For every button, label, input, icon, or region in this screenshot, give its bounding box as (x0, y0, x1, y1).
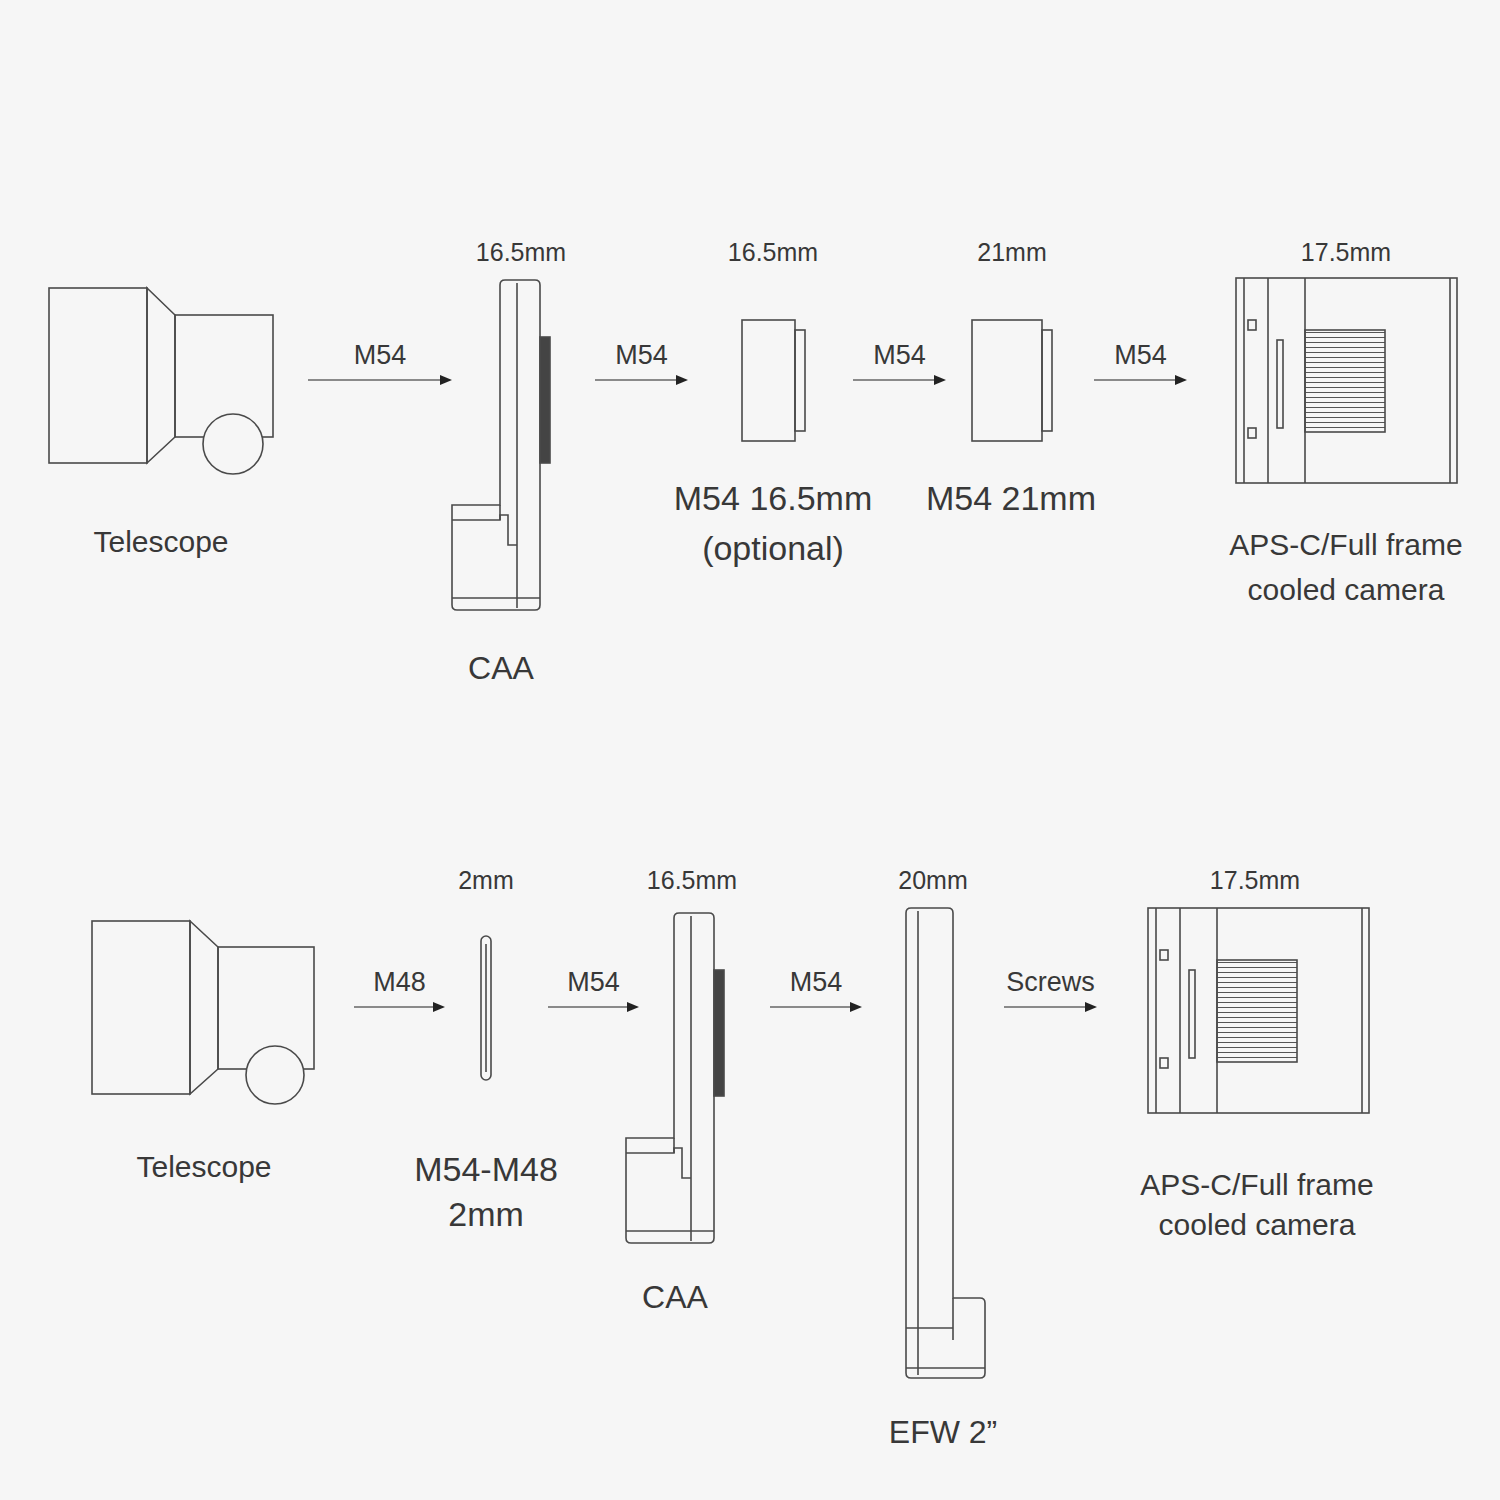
arrow-connector (770, 1002, 862, 1012)
component-box: 20mmEFW 2” (906, 908, 985, 1378)
part-name: Telescope (136, 1150, 271, 1184)
dimension-label: 20mm (898, 866, 967, 895)
dimension-label: 21mm (977, 238, 1046, 267)
component-box: 17.5mmAPS-C/Full frame cooled camera (1148, 908, 1366, 1113)
component-box: 16.5mmCAA (626, 913, 724, 1243)
thread-label: M48 (370, 967, 429, 998)
dimension-label: 16.5mm (728, 238, 818, 267)
part-name: CAA (468, 650, 534, 687)
thread-label: M54 (1111, 340, 1170, 371)
spacer-drawing (972, 320, 1052, 441)
caa-drawing (452, 280, 550, 610)
thread-label: M54 (870, 340, 929, 371)
part-name: APS-C/Full frame cooled camera (1206, 522, 1486, 612)
part-name: M54-M48 2mm (401, 1147, 571, 1237)
arrow-connector (548, 1002, 639, 1012)
ring-drawing (481, 936, 491, 1080)
component-box: 17.5mmAPS-C/Full frame cooled camera (1236, 278, 1457, 483)
arrow-connector (595, 375, 688, 385)
part-name: M54 16.5mm (optional) (653, 473, 893, 573)
thread-label: Screws (1003, 967, 1098, 998)
thread-label: M54 (351, 340, 410, 371)
part-name: EFW 2” (889, 1414, 997, 1451)
part-name: CAA (642, 1279, 708, 1316)
dimension-label: 16.5mm (647, 866, 737, 895)
component-box: 16.5mmCAA (452, 280, 550, 610)
arrow-connector (1004, 1002, 1097, 1012)
component-box: 16.5mmM54 16.5mm (optional) (742, 320, 805, 441)
dimension-label: 2mm (458, 866, 514, 895)
component-box: Telescope (92, 921, 314, 1104)
thread-label: M54 (564, 967, 623, 998)
component-box: Telescope (49, 288, 273, 474)
part-name: M54 21mm (926, 479, 1096, 518)
dimension-label: 17.5mm (1301, 238, 1391, 267)
dimension-label: 16.5mm (476, 238, 566, 267)
thread-label: M54 (612, 340, 671, 371)
filter-wheel-drawing (906, 908, 985, 1378)
arrow-connector (354, 1002, 445, 1012)
arrow-connector (853, 375, 946, 385)
arrow-connector (308, 375, 452, 385)
thread-label: M54 (787, 967, 846, 998)
telescope-drawing (92, 921, 314, 1104)
part-name: Telescope (93, 525, 228, 559)
part-name: APS-C/Full frame cooled camera (1117, 1165, 1397, 1245)
telescope-drawing (49, 288, 273, 474)
spacer-drawing (742, 320, 805, 441)
component-box: 2mmM54-M48 2mm (481, 936, 491, 1080)
component-box: 21mmM54 21mm (972, 320, 1052, 441)
arrow-connector (1094, 375, 1187, 385)
dimension-label: 17.5mm (1210, 866, 1300, 895)
camera-drawing (1236, 278, 1457, 483)
